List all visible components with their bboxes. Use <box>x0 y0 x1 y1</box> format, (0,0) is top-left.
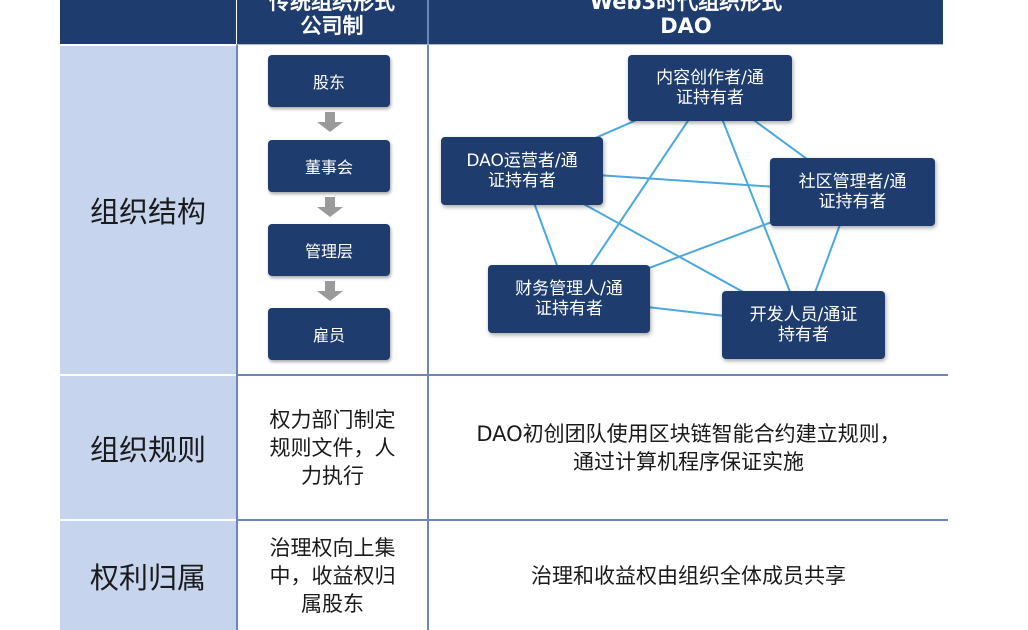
edge <box>709 87 804 326</box>
header-underline <box>236 44 943 45</box>
grid-hline-2 <box>236 519 948 521</box>
row-label-rules: 组织规则 <box>60 376 236 519</box>
dao-node-community-manager: 社区管理者/通证持有者 <box>770 158 935 226</box>
edge <box>568 87 711 299</box>
grid-hline-1 <box>236 374 948 376</box>
header-traditional: 传统组织形式 公司制 <box>237 0 427 44</box>
header-corner <box>60 0 236 44</box>
rights-dao: 治理和收益权由组织全体成员共享 <box>531 563 846 588</box>
level-board: 董事会 <box>268 140 390 192</box>
down-arrow-icon <box>317 197 343 217</box>
row-label-structure: 组织结构 <box>60 46 236 374</box>
rules-dao: DAO初创团队使用区块链智能合约建立规则， 通过计算机程序保证实施 <box>476 421 901 474</box>
grid-vline-2 <box>427 0 429 630</box>
header-traditional-sub: 公司制 <box>300 14 364 38</box>
dao-node-content-creator: 内容创作者/通证持有者 <box>628 55 792 121</box>
grid-vline-1 <box>236 44 238 630</box>
down-arrow-icon <box>317 112 343 132</box>
row-label-rights: 权利归属 <box>60 521 236 630</box>
header-dao-sub: DAO <box>660 14 712 38</box>
down-arrow-icon <box>317 281 343 301</box>
level-shareholders: 股东 <box>268 55 390 107</box>
header-dao-title: Web3时代组织形式 <box>589 0 783 14</box>
rules-traditional: 权力部门制定 规则文件，人 力执行 <box>269 407 396 488</box>
level-management: 管理层 <box>268 224 390 276</box>
header-dao: Web3时代组织形式 DAO <box>429 0 943 44</box>
level-employees: 雇员 <box>268 308 390 360</box>
rights-traditional: 治理权向上集 中，收益权归 属股东 <box>269 535 396 616</box>
header-traditional-title: 传统组织形式 <box>269 0 395 14</box>
dao-node-developer: 开发人员/通证持有者 <box>722 291 885 359</box>
dao-node-finance-manager: 财务管理人/通证持有者 <box>488 265 650 333</box>
dao-node-operator: DAO运营者/通证持有者 <box>441 137 603 205</box>
